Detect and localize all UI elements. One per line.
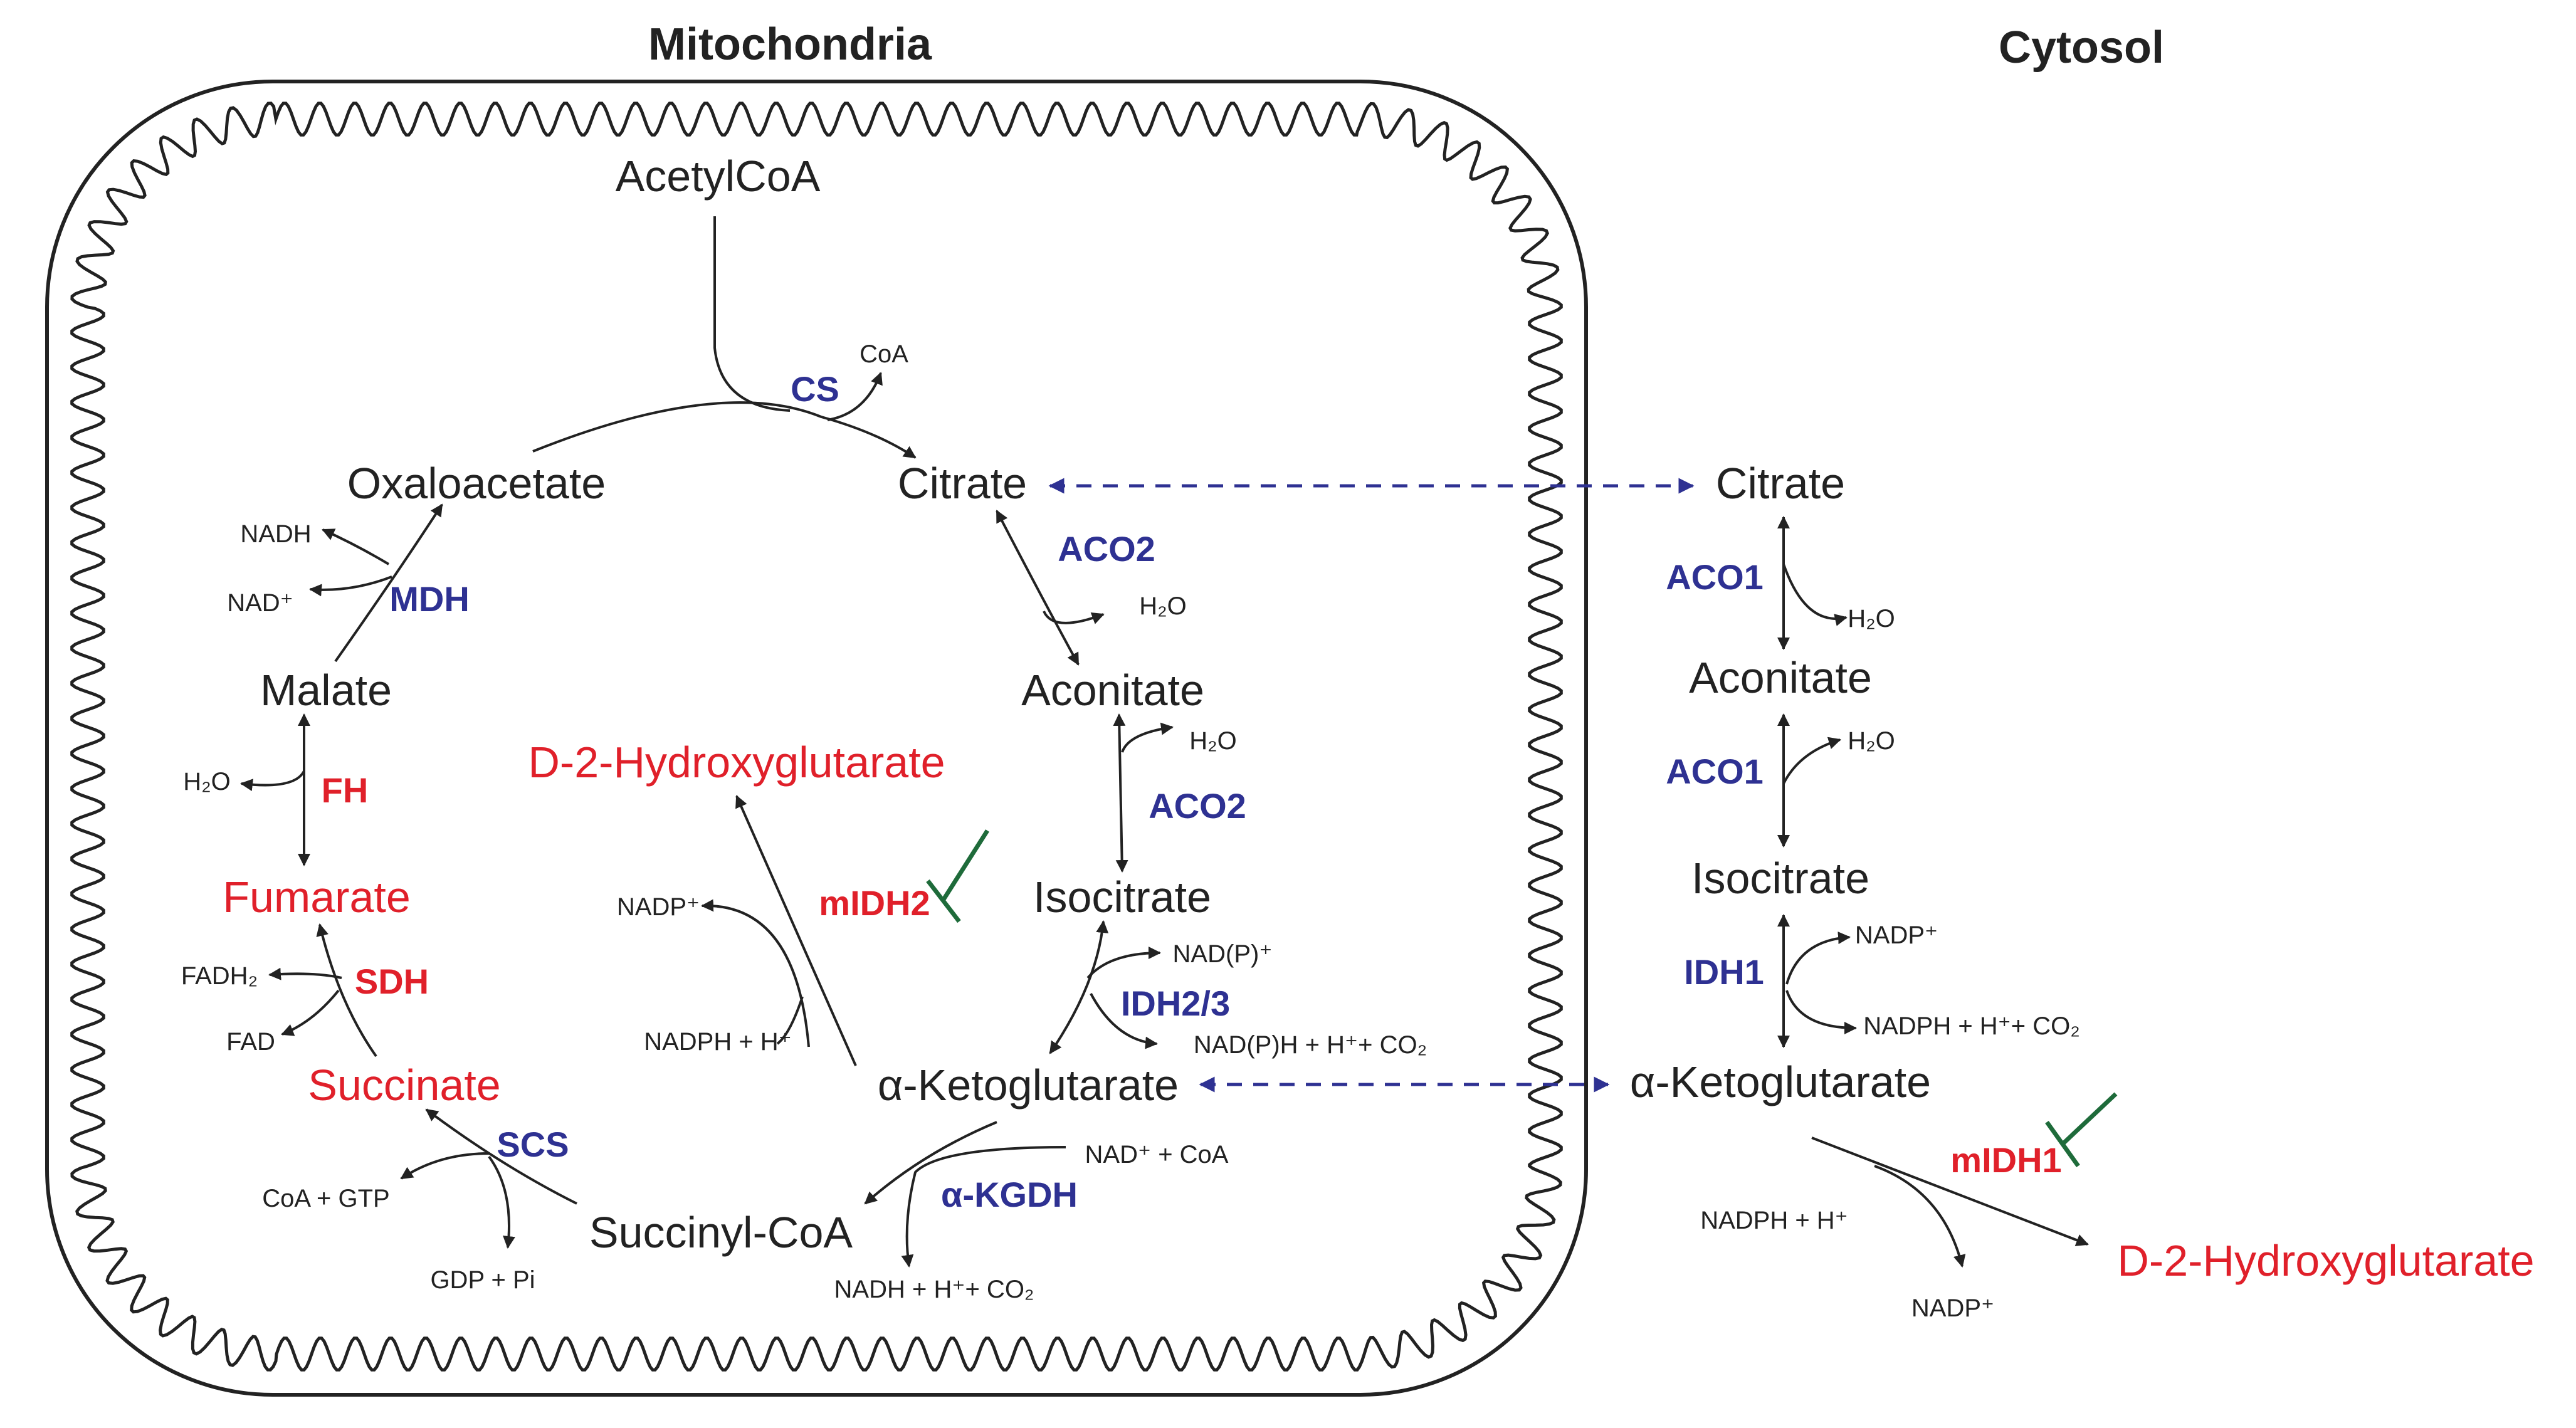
mitochondria-outer-membrane (45, 80, 1588, 1397)
mito-succinate: Succinate (308, 1061, 500, 1110)
enzyme-aco2-top: ACO2 (1058, 529, 1155, 569)
cyto-cofactor-nadph-idh1: NADPH + H⁺+ CO₂ (1863, 1012, 2080, 1040)
mito-acetylcoa: AcetylCoA (616, 152, 821, 201)
enzyme-aco1-top: ACO1 (1666, 557, 1764, 597)
mito-fumarate: Fumarate (223, 873, 411, 921)
mito-akg: α-Ketoglutarate (878, 1061, 1179, 1110)
enzyme-cs: CS (791, 369, 839, 409)
mito-oxaloacetate: Oxaloacetate (347, 459, 606, 508)
enzyme-idh1: IDH1 (1684, 952, 1764, 992)
cofactor-gdp-pi: GDP + Pi (430, 1266, 535, 1294)
cofactor-nadh-akgdh: NADH + H⁺+ CO₂ (834, 1276, 1034, 1303)
cofactor-coa-gtp: CoA + GTP (262, 1185, 389, 1212)
cofactor-nad-mdh: NAD⁺ (227, 589, 293, 617)
mito-d2hg: D-2-Hydroxyglutarate (528, 738, 945, 787)
mito-succinylcoa: Succinyl-CoA (589, 1208, 853, 1257)
cofactor-h2o-aco2-top: H₂O (1139, 592, 1187, 620)
cofactor-fad: FAD (226, 1028, 275, 1056)
enzyme-fh: FH (322, 770, 369, 810)
cyto-cofactor-nadp-idh1: NADP⁺ (1855, 921, 1938, 949)
cyto-reaction-arrows (1777, 516, 2089, 1268)
cyto-isocitrate: Isocitrate (1691, 854, 1869, 903)
enzyme-aco1-bottom: ACO1 (1666, 752, 1764, 791)
mito-isocitrate: Isocitrate (1033, 873, 1211, 921)
cofactor-nadp-midh2: NADP⁺ (617, 893, 700, 921)
cyto-cofactor-nadp-midh1: NADP⁺ (1911, 1294, 1994, 1322)
enzyme-mdh: MDH (389, 579, 470, 619)
cyto-d2hg: D-2-Hydroxyglutarate (2117, 1236, 2534, 1285)
cyto-akg: α-Ketoglutarate (1630, 1058, 1931, 1106)
cyto-cofactor-h2o-top: H₂O (1848, 605, 1895, 633)
midh2-inhibitor-symbol (926, 829, 989, 923)
cofactor-coa: CoA (860, 340, 908, 368)
enzyme-aco2-bottom: ACO2 (1149, 786, 1246, 826)
mitochondria-title: Mitochondria (648, 19, 932, 70)
cofactor-nadp-idh: NAD(P)⁺ (1173, 940, 1273, 968)
enzyme-midh1: mIDH1 (1950, 1140, 2061, 1180)
mito-malate: Malate (260, 666, 392, 715)
cyto-aconitate: Aconitate (1689, 653, 1872, 702)
enzyme-midh2: mIDH2 (819, 883, 930, 923)
mito-citrate: Citrate (898, 459, 1027, 508)
cofactor-nadph-idh: NAD(P)H + H⁺+ CO₂ (1194, 1031, 1427, 1059)
cyto-cofactor-h2o-bottom: H₂O (1848, 727, 1895, 755)
mito-aconitate: Aconitate (1021, 666, 1204, 715)
cofactor-h2o-aco2-bottom: H₂O (1189, 727, 1237, 755)
mito-reaction-arrows (240, 216, 1174, 1268)
cyto-citrate: Citrate (1716, 459, 1845, 508)
enzyme-scs: SCS (497, 1125, 569, 1164)
enzyme-idh23: IDH2/3 (1121, 984, 1230, 1023)
cofactor-nadh-mdh: NADH (240, 520, 311, 548)
cytosol-title: Cytosol (1999, 23, 2164, 73)
mitochondria-inner-membrane (70, 102, 1563, 1372)
cofactor-nadph-midh2: NADPH + H⁺ (644, 1028, 792, 1056)
cyto-cofactor-nadph-midh1: NADPH + H⁺ (1700, 1207, 1848, 1234)
midh1-inhibitor-symbol (2045, 1092, 2118, 1168)
cofactor-fadh2: FADH₂ (181, 962, 258, 990)
cofactor-nad-coa: NAD⁺ + CoA (1085, 1141, 1229, 1168)
cofactor-h2o-fh: H₂O (183, 768, 231, 795)
enzyme-akgdh: α-KGDH (941, 1175, 1078, 1214)
enzyme-sdh: SDH (355, 962, 429, 1001)
